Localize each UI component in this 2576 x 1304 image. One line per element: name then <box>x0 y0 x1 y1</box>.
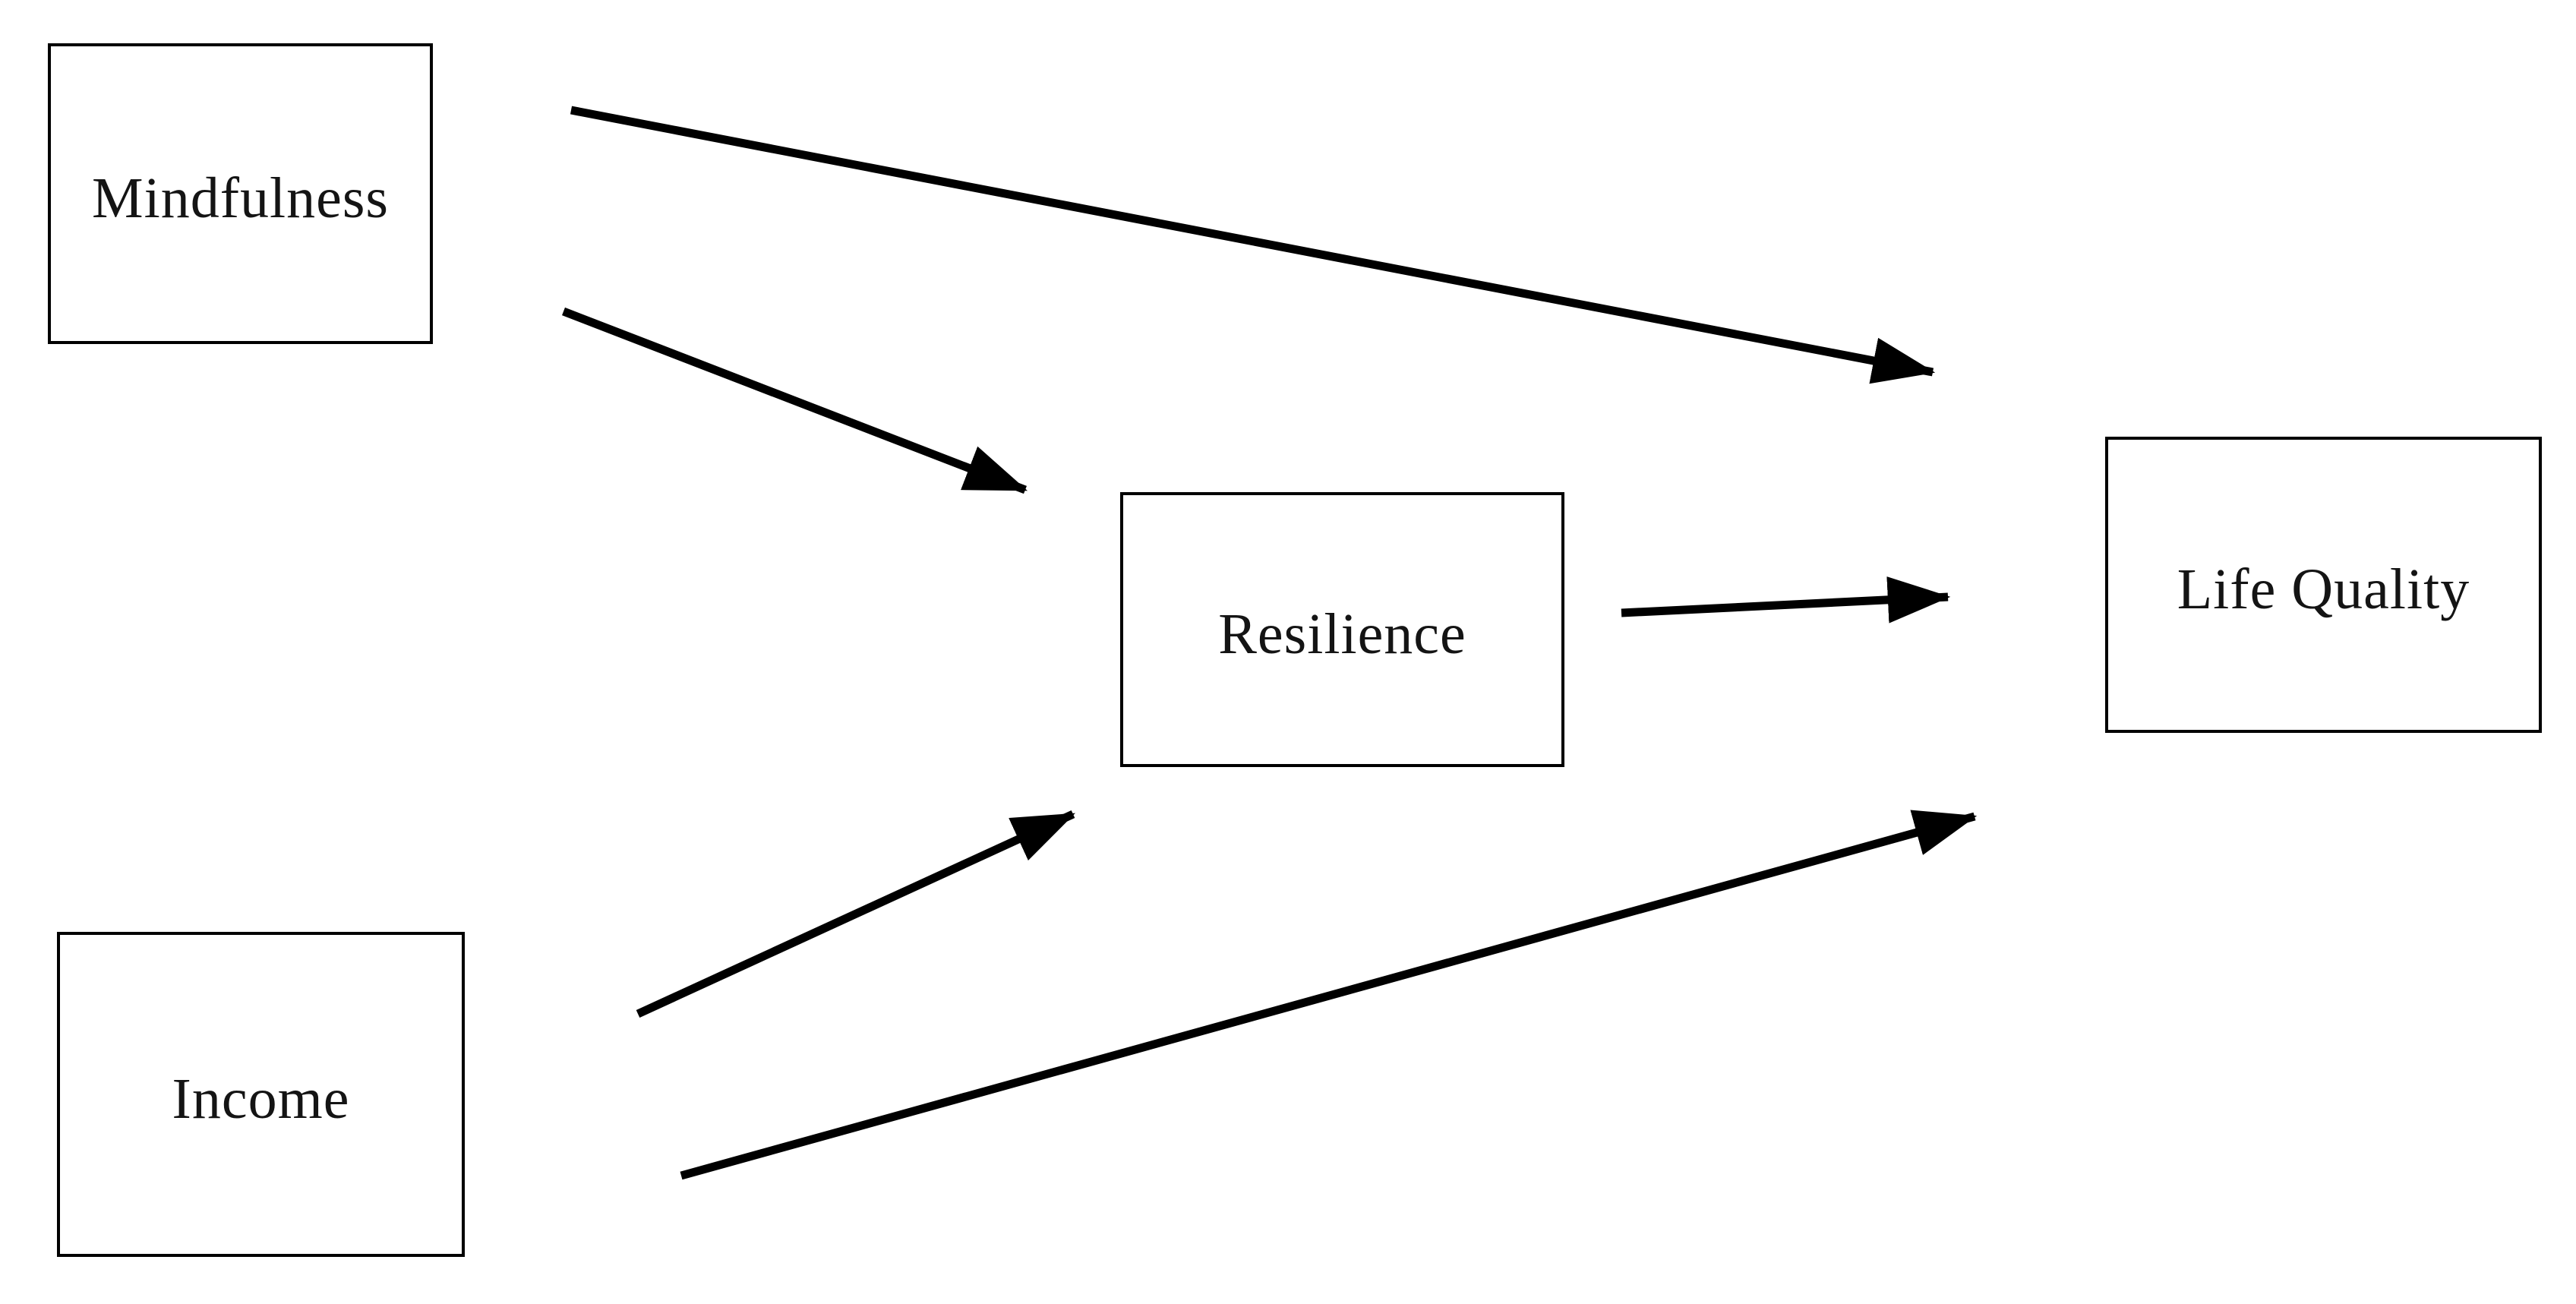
arrow-mindfulness-to-life-quality <box>570 106 1936 384</box>
arrow-mindfulness-to-resilience <box>562 307 1028 494</box>
node-resilience-label: Resilience <box>1218 601 1466 666</box>
node-mindfulness: Mindfulness <box>48 43 433 344</box>
node-mindfulness-label: Mindfulness <box>92 166 389 230</box>
node-income-label: Income <box>172 1066 350 1131</box>
arrow-income-to-life-quality <box>680 810 1978 1180</box>
node-life-quality: Life Quality <box>2105 437 2542 733</box>
arrow-income-to-resilience <box>636 810 1075 1018</box>
node-life-quality-label: Life Quality <box>2177 557 2470 621</box>
node-resilience: Resilience <box>1120 492 1564 767</box>
node-income: Income <box>57 932 465 1257</box>
arrow-resilience-to-life-quality <box>1621 576 1951 624</box>
